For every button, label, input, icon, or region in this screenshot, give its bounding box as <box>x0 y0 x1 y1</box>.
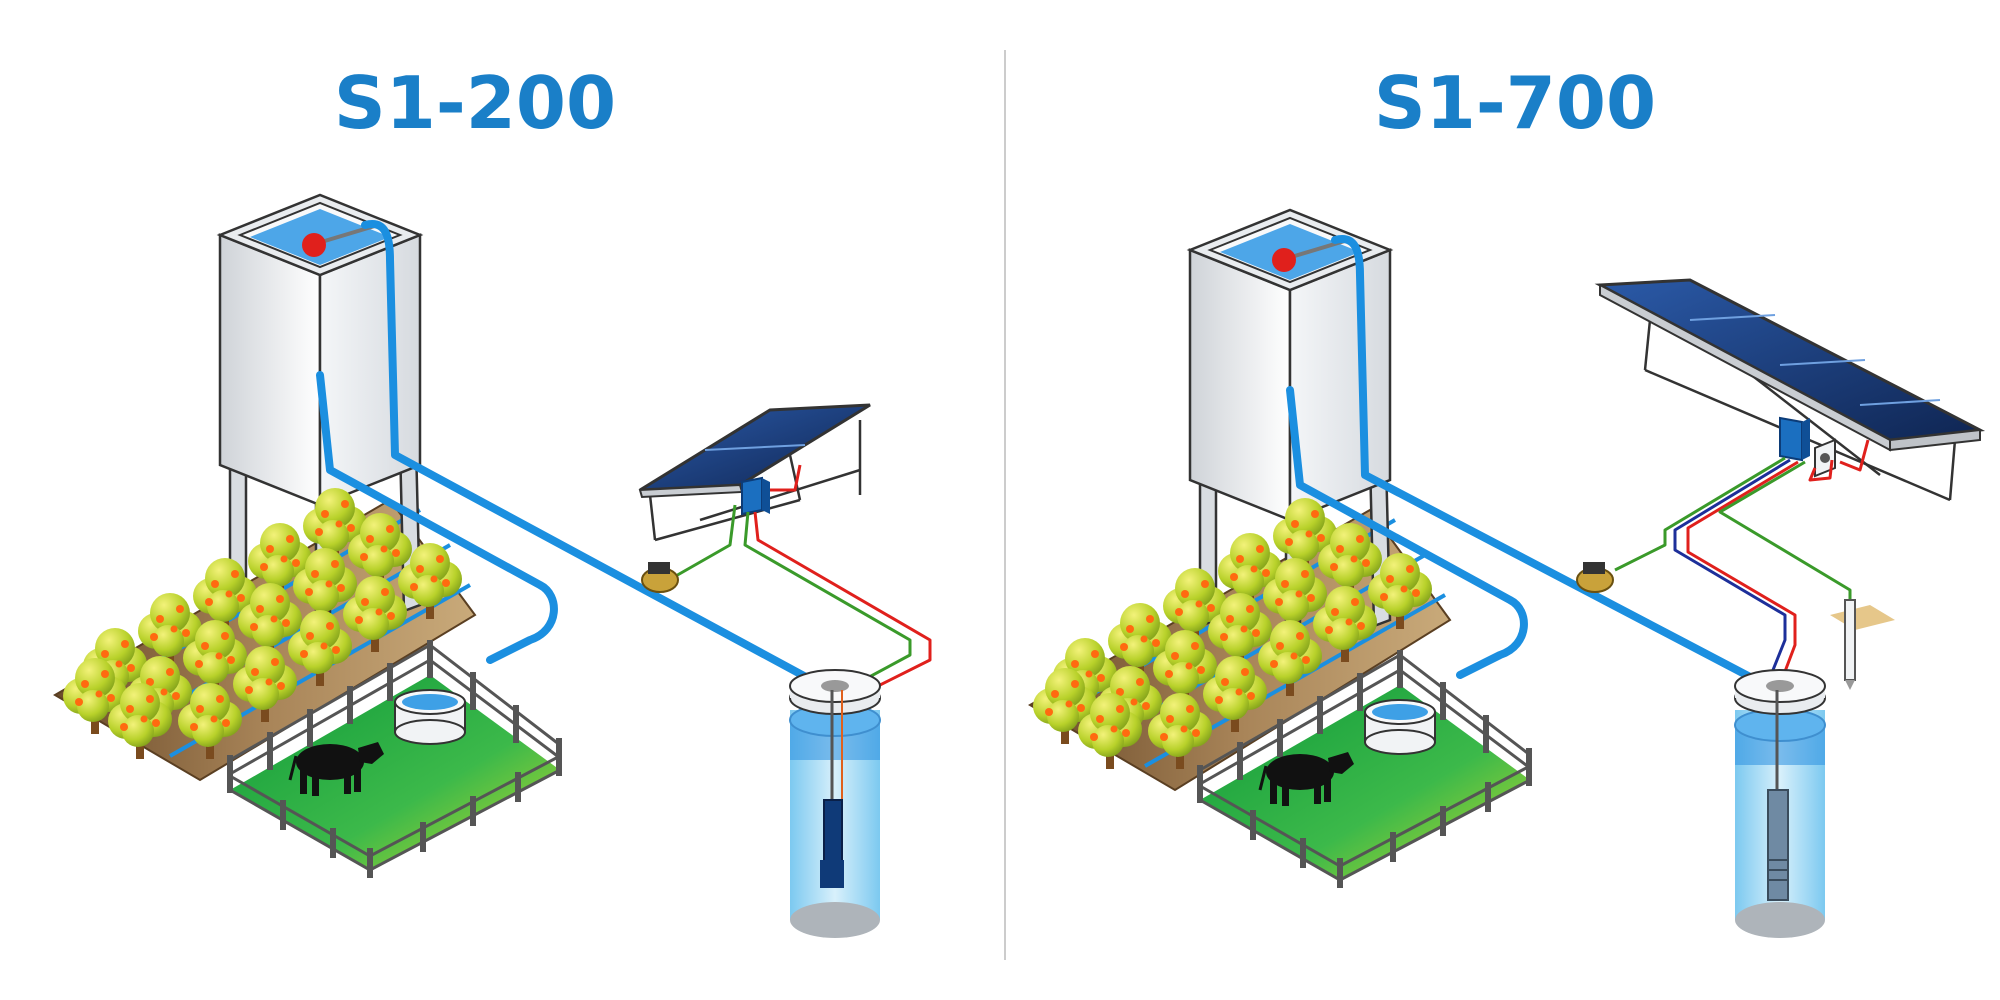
solar-panel-icon <box>638 403 871 542</box>
cow-icon <box>1258 752 1354 806</box>
controller-box-icon <box>741 476 770 516</box>
right-system <box>1028 208 1986 938</box>
electrical-wires <box>1614 439 1870 691</box>
water-pipes <box>1286 235 1779 694</box>
borehole-pump-icon <box>789 669 881 938</box>
water-pipes <box>316 220 834 694</box>
flow-meter-icon <box>641 562 679 593</box>
water-trough-icon <box>394 689 466 745</box>
cow-icon <box>288 742 384 796</box>
title-s1-200: S1-200 <box>334 61 616 145</box>
controller-box-icon <box>1779 416 1810 462</box>
paddock-grass <box>230 675 560 870</box>
water-trough-icon <box>1364 699 1436 755</box>
title-s1-700: S1-700 <box>1374 61 1656 145</box>
ground-rod-icon <box>1830 599 1895 690</box>
solar-panel-icon <box>1594 278 1986 502</box>
flow-meter-icon <box>1576 562 1614 593</box>
paddock-grass <box>1200 685 1530 880</box>
borehole-pump-icon <box>1734 669 1826 938</box>
left-system <box>53 193 932 938</box>
electrical-wires <box>659 464 932 692</box>
